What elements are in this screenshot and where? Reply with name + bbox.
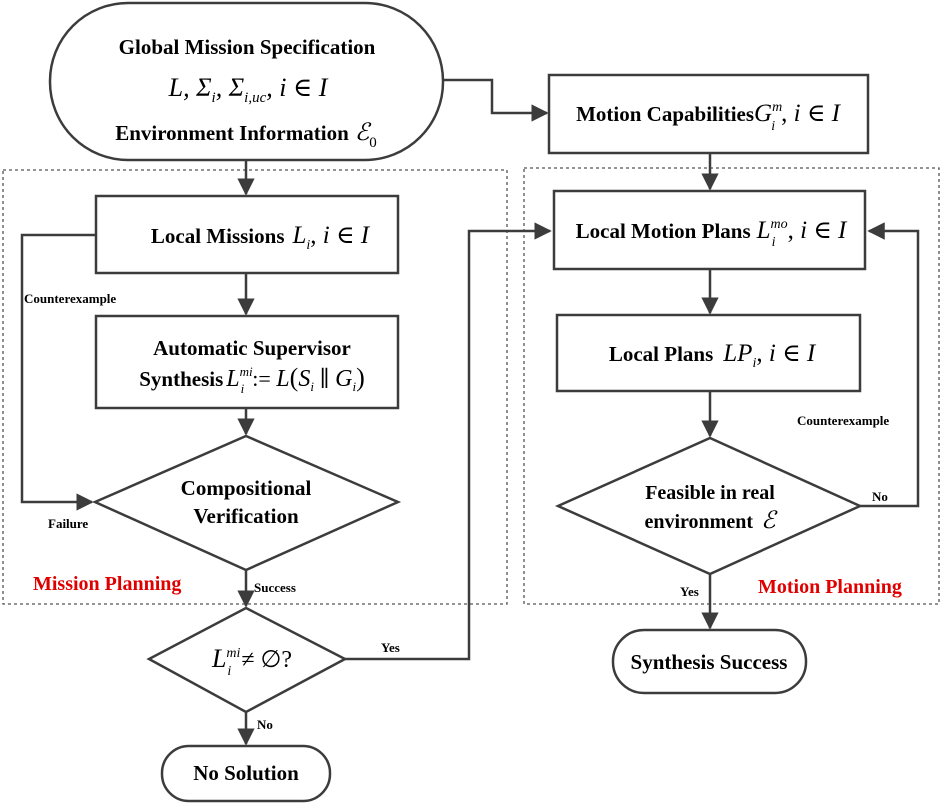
label-no-right: No bbox=[872, 489, 888, 504]
label-failure: Failure bbox=[48, 516, 88, 531]
verification-line2: Verification bbox=[193, 504, 299, 528]
mission-planning-label: Mission Planning bbox=[33, 573, 181, 595]
no-solution-node: No Solution bbox=[160, 744, 332, 803]
verification-line1: Compositional bbox=[181, 476, 312, 500]
edge-check-to-motion-plans bbox=[345, 222, 552, 661]
edge-global-to-motion-capabilities bbox=[443, 78, 549, 122]
global-mission-node: Global Mission Specification L, Σi, Σi,u… bbox=[48, 1, 445, 162]
global-mission-formula: L, Σi, Σi,uc, i ∈ I bbox=[168, 73, 329, 106]
label-counterexample-left: Counterexample bbox=[24, 291, 116, 306]
supervisor-line1: Automatic Supervisor bbox=[153, 336, 351, 360]
motion-planning-region bbox=[523, 167, 940, 605]
connectors bbox=[20, 78, 920, 746]
compositional-verification-node: Compositional Verification bbox=[91, 434, 402, 572]
label-success: Success bbox=[254, 580, 296, 595]
synthesis-success-node: Synthesis Success bbox=[611, 628, 808, 695]
label-no-bottom: No bbox=[257, 717, 273, 732]
label-yes-right: Yes bbox=[680, 584, 699, 599]
edge-feasible-loop bbox=[860, 222, 920, 508]
label-counterexample-right: Counterexample bbox=[797, 413, 889, 428]
global-mission-title: Global Mission Specification bbox=[119, 35, 376, 59]
mission-planning-region bbox=[2, 169, 508, 605]
motion-planning-label: Motion Planning bbox=[758, 576, 902, 598]
label-yes-middle: Yes bbox=[381, 640, 400, 655]
feasible-line1: Feasible in real bbox=[645, 482, 775, 504]
no-solution-label: No Solution bbox=[193, 761, 299, 785]
edge-counterexample-loop bbox=[20, 233, 96, 511]
synthesis-success-label: Synthesis Success bbox=[631, 650, 788, 674]
